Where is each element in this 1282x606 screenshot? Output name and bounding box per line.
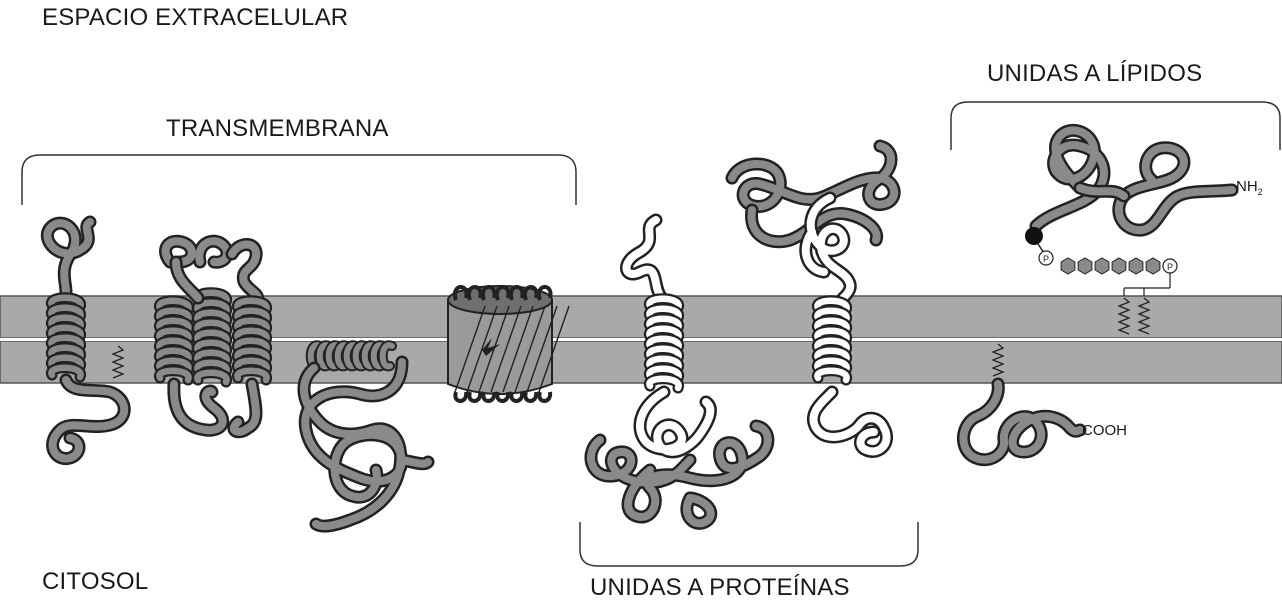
bracket-lipid <box>951 102 1280 150</box>
monolayer-helix <box>311 345 392 366</box>
transmembrane-label: TRANSMEMBRANA <box>166 115 389 143</box>
polypeptide-chain <box>626 220 662 298</box>
sugar-ring <box>1146 258 1160 274</box>
polypeptide-chain <box>232 244 258 300</box>
lipid-anchored-label: UNIDAS A LÍPIDOS <box>987 60 1202 88</box>
transmembrane-helix-white-2 <box>817 301 846 380</box>
polypeptide-chain <box>963 384 1080 460</box>
barrel-loop-bottom <box>539 392 550 401</box>
multi-pass-protein <box>159 241 266 432</box>
polypeptide-chain <box>1080 188 1124 196</box>
barrel-loop-bottom <box>469 392 480 401</box>
polypeptide-chain <box>47 222 90 292</box>
extracellular-label: ESPACIO EXTRACELULAR <box>42 4 348 32</box>
bracket-transmembrane <box>22 155 576 205</box>
beta-barrel-protein <box>448 286 569 401</box>
barrel-loop-bottom <box>525 392 536 401</box>
transmembrane-helix <box>51 298 80 377</box>
bracket-protein <box>580 522 918 566</box>
nh2-text: NH <box>1236 178 1258 195</box>
phosphate-1-label: P <box>1043 254 1049 264</box>
sugar-ring <box>1095 258 1109 274</box>
sugar-ring <box>1078 258 1092 274</box>
polypeptide-chain <box>1036 130 1232 230</box>
polypeptide-chain <box>304 362 428 526</box>
nh2-subscript: 2 <box>1258 187 1263 197</box>
gpi-linker <box>1124 273 1170 296</box>
sugar-ring <box>1061 258 1075 274</box>
transmembrane-helix-2 <box>197 293 226 382</box>
polypeptide-chain <box>174 384 223 430</box>
cytosol-label: CITOSOL <box>42 568 148 596</box>
nh2-label: NH2 <box>1236 178 1263 197</box>
cooh-label: COOH <box>1082 422 1127 439</box>
transmembrane-helix-3 <box>237 301 266 380</box>
polypeptide-chain <box>813 392 886 451</box>
polypeptide-chain <box>234 384 256 432</box>
barrel-loop-bottom <box>455 392 466 401</box>
polypeptide-chain <box>53 380 125 459</box>
barrel-body <box>448 286 569 401</box>
transmembrane-helix-white <box>649 299 678 388</box>
lipid-anchor-dot <box>1025 227 1043 245</box>
phosphate-2-label: P <box>1167 262 1173 272</box>
polypeptide-chain <box>732 146 894 207</box>
transmembrane-helix-1 <box>159 301 188 380</box>
sugar-ring <box>1129 258 1143 274</box>
sugar-ring <box>1112 258 1126 274</box>
protein-attached-label: UNIDAS A PROTEÍNAS <box>590 574 850 602</box>
polypeptide-chain <box>640 392 710 452</box>
lipid-anchored-group: PP <box>963 130 1232 459</box>
